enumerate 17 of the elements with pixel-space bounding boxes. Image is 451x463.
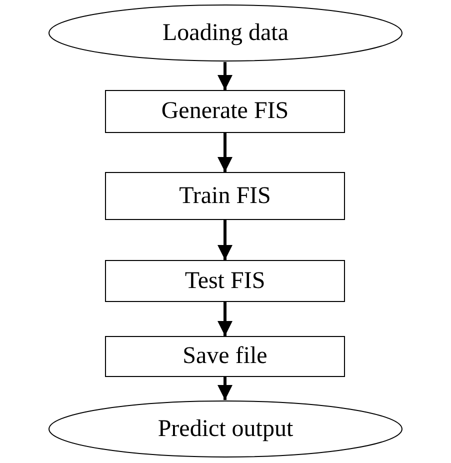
terminal-ellipse: [48, 400, 403, 458]
arrow: [218, 302, 232, 336]
process-box: [105, 90, 345, 133]
node-label: Generate FIS: [161, 98, 289, 125]
process-box: [105, 336, 345, 377]
node-label: Loading data: [162, 20, 288, 46]
node-label: Predict output: [158, 416, 294, 442]
arrow: [218, 220, 232, 260]
process-box: [105, 172, 345, 220]
node-label: Save file: [182, 343, 268, 370]
terminal-ellipse: [48, 4, 403, 62]
arrow: [218, 133, 232, 172]
arrow: [218, 377, 232, 400]
node-label: Test FIS: [184, 268, 266, 294]
process-box: [105, 260, 345, 302]
arrow: [218, 62, 232, 90]
node-label: Train FIS: [179, 182, 271, 210]
